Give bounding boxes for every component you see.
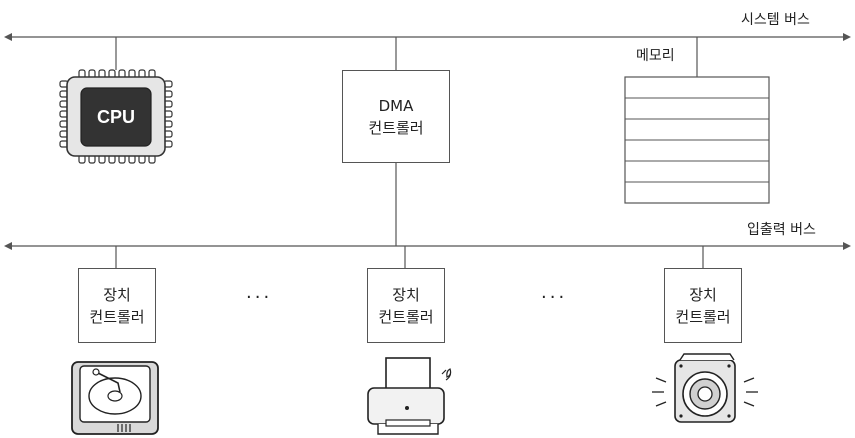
dma-title: DMA bbox=[378, 96, 414, 115]
system-bus-left-arrow-icon bbox=[4, 33, 12, 41]
device-controller-3-line2: 컨트롤러 bbox=[675, 307, 731, 326]
system-bus-right-arrow-icon bbox=[843, 33, 851, 41]
device-controller-3-line1: 장치 bbox=[689, 285, 717, 304]
memory-label: 메모리 bbox=[636, 48, 675, 64]
device-controller-2: 장치 컨트롤러 bbox=[367, 268, 445, 343]
ellipsis-2: ··· bbox=[541, 287, 568, 308]
ellipsis-1: ··· bbox=[246, 287, 273, 308]
printer-icon bbox=[367, 357, 452, 435]
io-bus-left-arrow-icon bbox=[4, 242, 12, 250]
cpu-chip-icon: CPU bbox=[59, 69, 173, 164]
speaker-icon bbox=[652, 353, 758, 423]
io-bus-label: 입출력 버스 bbox=[747, 222, 816, 238]
cpu-label: CPU bbox=[97, 107, 135, 127]
device-controller-2-line2: 컨트롤러 bbox=[378, 307, 434, 326]
memory-block bbox=[624, 76, 770, 204]
dma-controller: DMA 컨트롤러 bbox=[342, 70, 450, 163]
device-controller-2-line1: 장치 bbox=[392, 285, 420, 304]
system-bus bbox=[4, 33, 851, 41]
io-bus bbox=[4, 242, 851, 250]
system-bus-label: 시스템 버스 bbox=[741, 12, 810, 28]
device-controller-1: 장치 컨트롤러 bbox=[78, 268, 156, 343]
dma-subtitle: 컨트롤러 bbox=[368, 118, 424, 137]
io-bus-right-arrow-icon bbox=[843, 242, 851, 250]
device-controller-1-line1: 장치 bbox=[103, 285, 131, 304]
device-controller-1-line2: 컨트롤러 bbox=[89, 307, 145, 326]
hard-disk-icon bbox=[71, 361, 159, 435]
device-controller-3: 장치 컨트롤러 bbox=[664, 268, 742, 343]
